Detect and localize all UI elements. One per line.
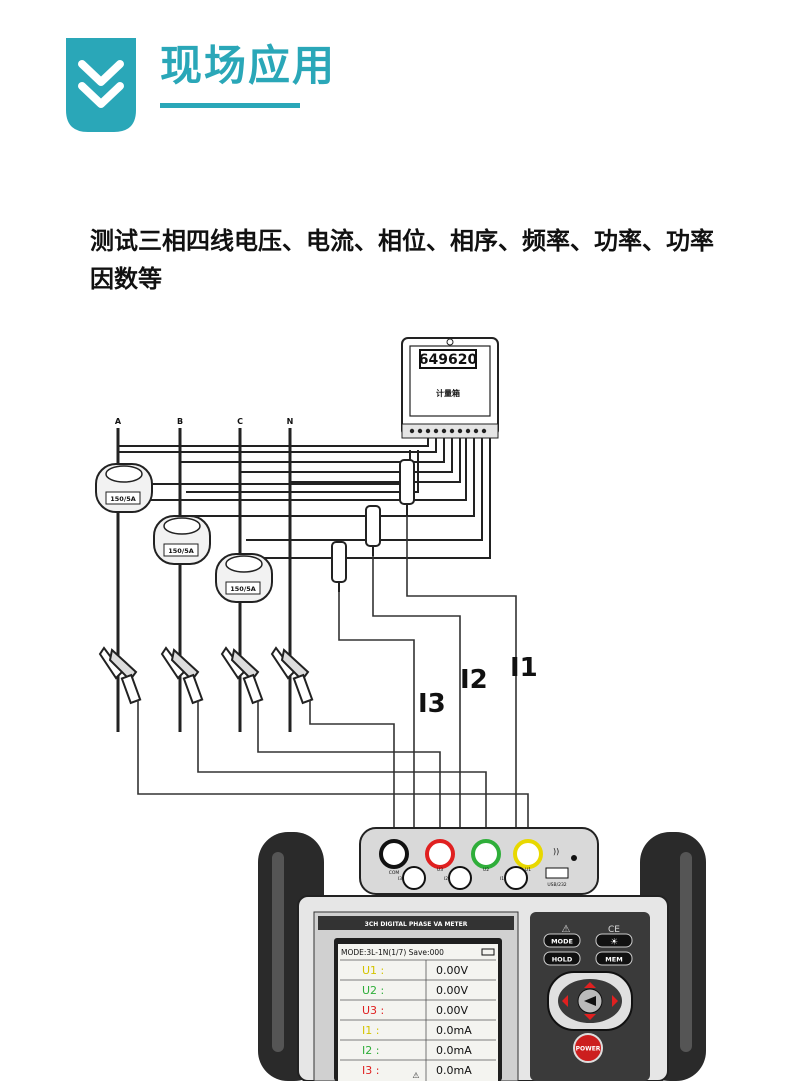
hold-button-label: HOLD xyxy=(552,956,573,964)
screen-reading-value: 0.00V xyxy=(436,964,468,977)
jack-label-u1: U1 xyxy=(525,867,531,873)
arrow-right-icon xyxy=(612,995,618,1007)
current-label-i2: I2 xyxy=(460,665,488,695)
power-button-label: POWER xyxy=(576,1046,601,1053)
section-title: 现场应用 xyxy=(160,41,337,90)
wiring-diagram: 649620 计量箱 A B C N xyxy=(95,337,706,1081)
screen-reading-name: I3 : xyxy=(362,1064,379,1077)
screen-reading-name: I2 : xyxy=(362,1044,379,1057)
jack-label-com: COM xyxy=(389,870,400,876)
ct-rating-label: 150/5A xyxy=(230,585,256,593)
jack-label-i3: I3 xyxy=(398,876,402,882)
ct-rating-label: 150/5A xyxy=(110,495,136,503)
arrow-up-icon xyxy=(584,982,596,988)
jack-label-i2: I2 xyxy=(444,876,448,882)
meter-reading: 649620 xyxy=(419,352,478,368)
device-model-title: 3CH DIGITAL PHASE VA METER xyxy=(365,921,468,928)
svg-text:⚠: ⚠ xyxy=(412,1071,419,1080)
screen-reading-name: U1 : xyxy=(362,964,384,977)
screen-reading-name: U2 : xyxy=(362,984,384,997)
screen-reading-value: 0.0mA xyxy=(436,1044,472,1057)
phase-label-b: B xyxy=(177,417,183,426)
backlight-button[interactable]: ☀ xyxy=(595,933,633,948)
current-clamp-probe-3 xyxy=(331,541,347,592)
phase-label-n: N xyxy=(287,417,294,426)
usb-port-label: USB/232 xyxy=(547,882,566,888)
svg-text:⚠: ⚠ xyxy=(562,924,571,935)
mem-button-label: MEM xyxy=(605,956,622,964)
current-transformer-c: 150/5A xyxy=(215,553,273,603)
current-clamp-probe-1 xyxy=(399,459,415,516)
screen-status-line: MODE:3L-1N(1/7) Save:000 xyxy=(341,948,444,957)
screen-reading-value: 0.0mA xyxy=(436,1024,472,1037)
arrow-left-icon xyxy=(562,995,568,1007)
meter-box: 649620 计量箱 xyxy=(401,337,499,439)
screen-reading-value: 0.00V xyxy=(436,1004,468,1017)
keypad: MODE ☀ HOLD MEM POWER xyxy=(543,933,633,1063)
screen-reading-name: I1 : xyxy=(362,1024,379,1037)
lcd-screen: MODE:3L-1N(1/7) Save:000 U1 : 0.00V U2 : 0.… xyxy=(334,938,502,1081)
phase-label-a: A xyxy=(115,417,122,426)
jack-label-u2: U2 xyxy=(483,867,489,873)
current-label-i1: I1 xyxy=(510,653,538,683)
screen-reading-name: U3 : xyxy=(362,1004,384,1017)
voltage-clips xyxy=(98,646,314,705)
jack-label-i1: I1 xyxy=(500,876,504,882)
mode-button-label: MODE xyxy=(551,938,573,946)
svg-text:CE: CE xyxy=(608,925,620,935)
navigation-pad[interactable] xyxy=(547,971,633,1031)
application-description: 测试三相四线电压、电流、相位、相序、频率、功率、功率因数等 xyxy=(90,227,714,293)
power-button[interactable]: POWER xyxy=(573,1033,603,1063)
backlight-icon: ☀ xyxy=(610,938,618,948)
screen-reading-value: 0.00V xyxy=(436,984,468,997)
meter-box-label: 计量箱 xyxy=(436,388,460,398)
screen-reading-value: 0.0mA xyxy=(436,1064,472,1077)
current-label-i3: I3 xyxy=(418,689,446,719)
phase-label-c: C xyxy=(237,417,243,426)
mode-button[interactable]: MODE xyxy=(543,933,581,948)
jack-label-u3: U3 xyxy=(437,867,443,873)
title-underline xyxy=(160,103,300,108)
ct-rating-label: 150/5A xyxy=(168,547,194,555)
mem-button[interactable]: MEM xyxy=(595,951,633,966)
arrow-down-icon xyxy=(584,1014,596,1020)
current-transformer-b: 150/5A xyxy=(153,515,211,565)
svg-text:)): )) xyxy=(553,847,559,856)
current-clamp-probe-2 xyxy=(365,505,381,556)
input-jacks: COM U3 U2 U1 I3 I2 I1 USB/232 )) xyxy=(379,839,577,890)
current-transformer-a: 150/5A xyxy=(95,463,153,513)
hold-button[interactable]: HOLD xyxy=(543,951,581,966)
double-chevron-down-icon xyxy=(66,38,136,132)
